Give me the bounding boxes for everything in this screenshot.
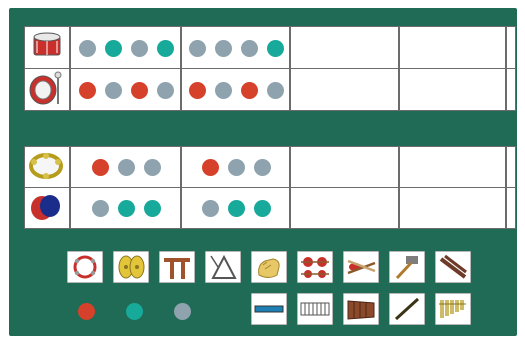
- pan-pipes-card-icon: [437, 295, 469, 323]
- drum-sticks-card-icon: [345, 253, 377, 281]
- keyboard-card[interactable]: [297, 293, 333, 325]
- upper-beat-dot-grey[interactable]: [215, 40, 232, 57]
- upper-beat-dot-teal[interactable]: [105, 40, 122, 57]
- xylophone-bar-card-icon: [253, 295, 285, 323]
- claves-card[interactable]: [159, 251, 195, 283]
- upper-beat-dot-red[interactable]: [189, 82, 206, 99]
- upper-row-divider: [25, 68, 515, 69]
- lower-beat-dot-grey[interactable]: [144, 159, 161, 176]
- lower-beat-dot-red[interactable]: [202, 159, 219, 176]
- upper-col-divider-3: [398, 27, 400, 110]
- hammer-card-icon: [391, 253, 423, 281]
- wood-block-card[interactable]: [343, 293, 379, 325]
- upper-beat-dot-grey[interactable]: [131, 40, 148, 57]
- upper-beat-dot-grey[interactable]: [241, 40, 258, 57]
- lower-beat-dot-teal[interactable]: [228, 200, 245, 217]
- sticks-card[interactable]: [435, 251, 471, 283]
- maracas-card-icon: [299, 253, 331, 281]
- lower-col-divider-0: [69, 147, 71, 228]
- loose-token-grey[interactable]: [174, 303, 191, 320]
- upper-beat-dot-red[interactable]: [79, 82, 96, 99]
- lower-beat-dot-grey[interactable]: [92, 200, 109, 217]
- loose-token-teal[interactable]: [126, 303, 143, 320]
- upper-beat-dot-teal[interactable]: [267, 40, 284, 57]
- upper-beat-dot-grey[interactable]: [79, 40, 96, 57]
- pan-pipes-card[interactable]: [435, 293, 471, 325]
- lower-beat-dot-teal[interactable]: [118, 200, 135, 217]
- hand-clap-card[interactable]: [251, 251, 287, 283]
- lower-beat-dot-grey[interactable]: [118, 159, 135, 176]
- tambourine-card[interactable]: [67, 251, 103, 283]
- lower-col-divider-1: [180, 147, 182, 228]
- loose-token-red[interactable]: [78, 303, 95, 320]
- lower-beat-dot-grey[interactable]: [228, 159, 245, 176]
- lower-beat-dot-grey[interactable]: [202, 200, 219, 217]
- lower-col-divider-3: [398, 147, 400, 228]
- lower-col-divider-2: [289, 147, 291, 228]
- keyboard-card-icon: [299, 295, 331, 323]
- upper-rhythm-grid: [24, 26, 516, 111]
- lower-col-divider-4: [505, 147, 507, 228]
- upper-col-divider-1: [180, 27, 182, 110]
- lower-beat-dot-grey[interactable]: [254, 159, 271, 176]
- wood-block-card-icon: [345, 295, 377, 323]
- upper-beat-dot-grey[interactable]: [105, 82, 122, 99]
- tambourine-icon: [26, 148, 66, 184]
- upper-col-divider-0: [69, 27, 71, 110]
- triangle-card-icon: [207, 253, 239, 281]
- cymbals-card-icon: [115, 253, 147, 281]
- upper-col-divider-2: [289, 27, 291, 110]
- lower-beat-dot-red[interactable]: [92, 159, 109, 176]
- upper-beat-dot-red[interactable]: [131, 82, 148, 99]
- game-board: [9, 8, 517, 336]
- drum-sticks-card[interactable]: [343, 251, 379, 283]
- upper-beat-dot-red[interactable]: [241, 82, 258, 99]
- claves-card-icon: [161, 253, 193, 281]
- flute-card[interactable]: [389, 293, 425, 325]
- lower-beat-dot-teal[interactable]: [254, 200, 271, 217]
- upper-beat-dot-grey[interactable]: [157, 82, 174, 99]
- lower-row-divider: [25, 187, 515, 188]
- maracas-card[interactable]: [297, 251, 333, 283]
- flute-card-icon: [391, 295, 423, 323]
- triangle-card[interactable]: [205, 251, 241, 283]
- hand-clap-card-icon: [253, 253, 285, 281]
- lower-beat-dot-teal[interactable]: [144, 200, 161, 217]
- upper-col-divider-4: [505, 27, 507, 110]
- cymbals-card[interactable]: [113, 251, 149, 283]
- tambourine-card-icon: [69, 253, 101, 281]
- hammer-card[interactable]: [389, 251, 425, 283]
- sticks-card-icon: [437, 253, 469, 281]
- lower-rhythm-grid: [24, 146, 516, 229]
- upper-beat-dot-grey[interactable]: [267, 82, 284, 99]
- castanets-icon: [28, 190, 64, 224]
- upper-beat-dot-grey[interactable]: [215, 82, 232, 99]
- upper-beat-dot-teal[interactable]: [157, 40, 174, 57]
- bass-drum-icon: [27, 70, 65, 108]
- upper-beat-dot-grey[interactable]: [189, 40, 206, 57]
- xylophone-bar-card[interactable]: [251, 293, 287, 325]
